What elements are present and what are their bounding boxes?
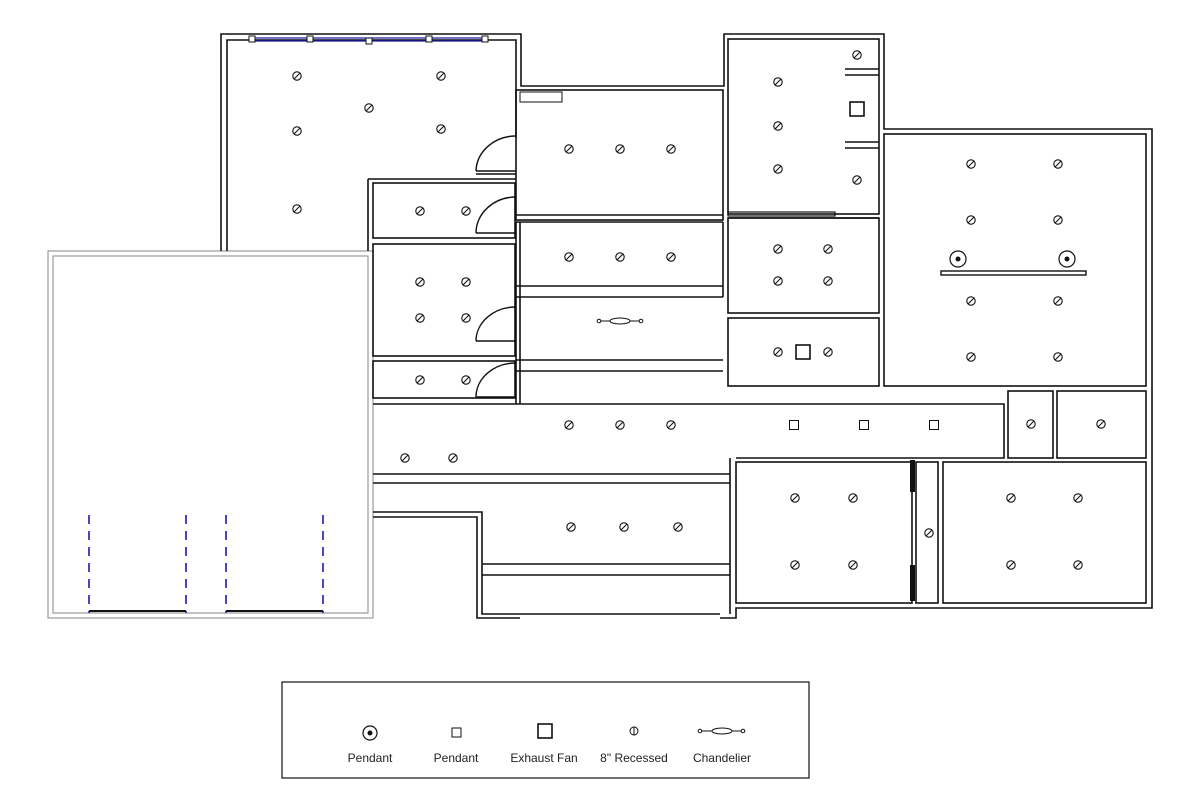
pendant-square-icon xyxy=(789,420,799,430)
recessed-light-icon xyxy=(436,124,446,134)
recessed-light-icon xyxy=(966,159,976,169)
recessed-light-icon xyxy=(436,71,446,81)
bedroom-top-left-walls xyxy=(220,33,1153,388)
recessed-light-icon xyxy=(1006,560,1016,570)
square-pendants xyxy=(789,420,939,430)
garage-door-tracks xyxy=(88,515,324,613)
recessed-light-icon xyxy=(400,453,410,463)
closet-walls xyxy=(372,182,516,399)
recessed-light-icon xyxy=(848,493,858,503)
recessed-light-icon xyxy=(966,352,976,362)
recessed-light-icon xyxy=(773,121,783,131)
recessed-light-icon xyxy=(292,204,302,214)
window-mullions xyxy=(248,35,489,45)
recessed-light-icon xyxy=(564,420,574,430)
recessed-light-icon xyxy=(852,175,862,185)
bedroom-divider xyxy=(940,270,1087,276)
recessed-light-icon xyxy=(773,244,783,254)
legend: Pendant Pendant Exhaust Fan 8" Recessed … xyxy=(281,681,810,779)
recessed-light-icon xyxy=(292,126,302,136)
pocket-doors xyxy=(910,460,915,601)
recessed-light-icon xyxy=(461,375,471,385)
recessed-light-icon xyxy=(461,277,471,287)
recessed-light-icon xyxy=(773,77,783,87)
recessed-light-icon xyxy=(790,560,800,570)
recessed-light-icon xyxy=(666,252,676,262)
recessed-light-icon xyxy=(1026,419,1036,429)
recessed-light-icon xyxy=(415,277,425,287)
recessed-light-icon xyxy=(1073,493,1083,503)
pendant-circle-icon xyxy=(1058,250,1076,268)
recessed-light-icon xyxy=(619,522,629,532)
walls xyxy=(47,33,1153,619)
legend-label-exhaust-fan: Exhaust Fan xyxy=(510,751,577,765)
recessed-light-icon xyxy=(852,50,862,60)
recessed-light-icon xyxy=(1073,560,1083,570)
recessed-light-icon xyxy=(564,144,574,154)
recessed-light-icon xyxy=(615,252,625,262)
recessed-light-icon xyxy=(848,560,858,570)
recessed-light-icon xyxy=(1006,493,1016,503)
right-upper-walls xyxy=(727,38,1147,387)
pendant-square-icon xyxy=(859,420,869,430)
recessed-light-icon xyxy=(966,215,976,225)
closet-shelf xyxy=(519,91,563,103)
recessed-light-icon xyxy=(415,375,425,385)
chandelier-icon xyxy=(596,317,644,325)
recessed-light-icon xyxy=(415,313,425,323)
recessed-light-icon xyxy=(415,206,425,216)
recessed-light-icon xyxy=(364,103,374,113)
exhaust-fans xyxy=(795,101,865,360)
chandeliers xyxy=(596,317,644,325)
recessed-light-icon xyxy=(1053,215,1063,225)
recessed-light-icon xyxy=(615,144,625,154)
recessed-light-icon xyxy=(1053,296,1063,306)
recessed-light-icon xyxy=(966,296,976,306)
exhaust-fan-icon xyxy=(537,723,553,739)
pendant-square-icon xyxy=(451,727,462,738)
recessed-light-icon xyxy=(673,522,683,532)
recessed-light-icon xyxy=(924,528,934,538)
recessed-light-icon xyxy=(461,313,471,323)
legend-label-chandelier: Chandelier xyxy=(693,751,751,765)
recessed-light-icon xyxy=(773,347,783,357)
recessed-light-icon xyxy=(461,206,471,216)
circle-pendants xyxy=(949,250,1076,268)
recessed-light-icon xyxy=(629,726,639,736)
legend-label-pendant-square: Pendant xyxy=(434,751,479,765)
lower-rooms-walls xyxy=(373,458,1147,619)
door-swings xyxy=(475,135,517,398)
recessed-light-icon xyxy=(823,244,833,254)
recessed-light-icon xyxy=(666,420,676,430)
recessed-light-icon xyxy=(1053,352,1063,362)
hall-divider xyxy=(727,211,836,217)
recessed-light-icon xyxy=(773,276,783,286)
recessed-light-icon xyxy=(773,164,783,174)
garage-walls xyxy=(47,250,374,619)
recessed-light-icon xyxy=(564,252,574,262)
recessed-light-icon xyxy=(566,522,576,532)
recessed-light-icon xyxy=(823,347,833,357)
legend-label-pendant-circle: Pendant xyxy=(348,751,393,765)
recessed-lights xyxy=(292,50,1106,570)
pendant-circle-icon xyxy=(362,725,378,741)
recessed-light-icon xyxy=(790,493,800,503)
exhaust-fan-icon xyxy=(795,344,811,360)
recessed-light-icon xyxy=(448,453,458,463)
recessed-light-icon xyxy=(1053,159,1063,169)
recessed-light-icon xyxy=(666,144,676,154)
hall-walls xyxy=(373,388,1153,619)
exhaust-fan-icon xyxy=(849,101,865,117)
recessed-light-icon xyxy=(823,276,833,286)
recessed-light-icon xyxy=(615,420,625,430)
recessed-light-icon xyxy=(1096,419,1106,429)
legend-label-recessed: 8" Recessed xyxy=(600,751,668,765)
pendant-circle-icon xyxy=(949,250,967,268)
recessed-light-icon xyxy=(292,71,302,81)
chandelier-icon xyxy=(697,727,746,735)
center-rooms-walls xyxy=(515,89,724,404)
pendant-square-icon xyxy=(929,420,939,430)
